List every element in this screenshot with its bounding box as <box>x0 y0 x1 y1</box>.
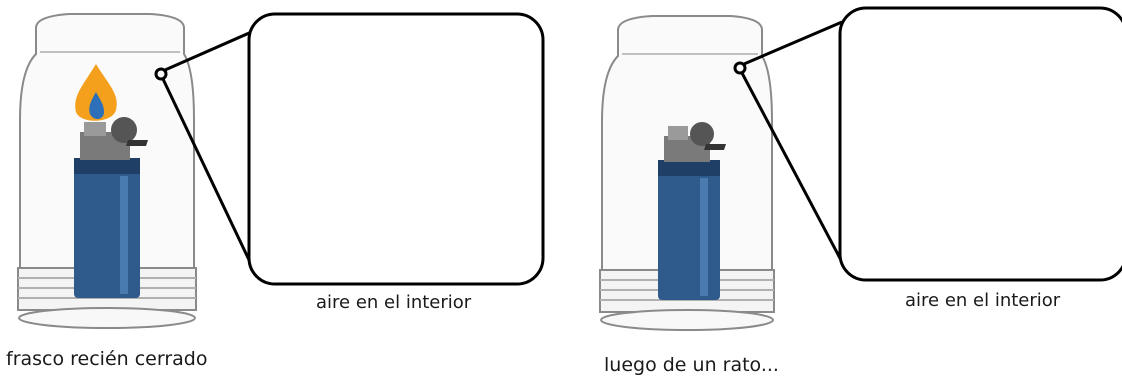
callout-line-bottom <box>161 78 252 263</box>
callout-line-top <box>164 28 257 72</box>
zoom-callout <box>154 12 545 286</box>
panel-caption: luego de un rato... <box>604 354 779 376</box>
scene-after-a-while: aire en el interior luego de un rato... <box>580 0 1122 377</box>
panel-caption: frasco recién cerrado <box>6 348 208 370</box>
zoom-box-label: aire en el interior <box>905 290 1061 311</box>
zoom-box <box>247 12 545 286</box>
lighter <box>74 117 148 298</box>
sample-point-circle <box>733 61 747 75</box>
flame-icon <box>75 64 117 121</box>
scene-freshly-closed-jar: aire en el interior frasco recién cerrad… <box>6 12 545 370</box>
lighter <box>658 122 726 300</box>
sample-point-circle <box>154 67 168 81</box>
callout-line-bottom <box>740 72 844 263</box>
zoom-box <box>838 6 1122 282</box>
scene-illustration <box>599 6 1122 331</box>
callout-line-top <box>743 20 843 66</box>
zoom-box-label: aire en el interior <box>316 292 472 313</box>
scene-illustration <box>17 12 545 329</box>
zoom-callout <box>733 6 1122 282</box>
